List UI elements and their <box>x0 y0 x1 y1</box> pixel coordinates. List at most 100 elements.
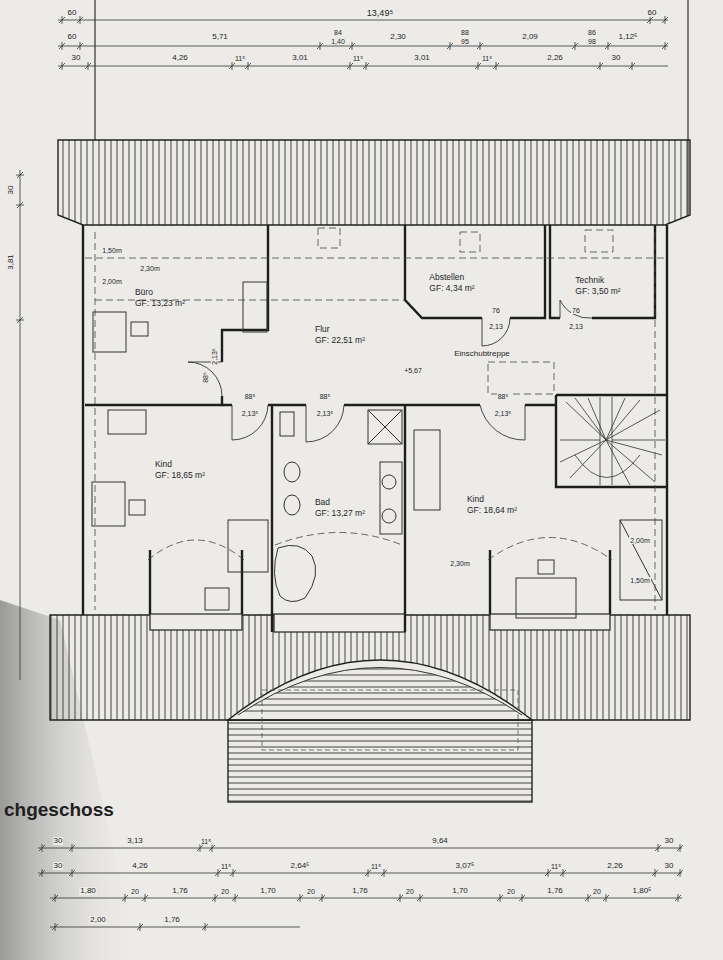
dimension-label: 2,64⁵ <box>290 862 311 870</box>
dimension-label: 2,13⁵ <box>241 410 260 417</box>
dimension-label: 13,49⁵ <box>366 9 394 18</box>
room-name: Kind <box>155 459 205 470</box>
room-area: GF: 13,27 m² <box>315 508 365 519</box>
dimension-label: 30 <box>664 862 675 870</box>
dimension-label: 30 <box>611 54 622 62</box>
dimension-label: 3,01 <box>413 54 431 62</box>
dimension-label: 2,26 <box>606 862 624 870</box>
room-label: KindGF: 18,64 m² <box>465 493 519 516</box>
dimension-label: 1,76 <box>546 887 564 895</box>
dimension-label: 3,13 <box>126 837 144 845</box>
room-name: Technik <box>575 275 620 286</box>
dimension-label: 11⁵ <box>481 55 493 62</box>
room-name: Abstellen <box>429 272 474 283</box>
dimension-label: 88⁵ <box>497 393 510 400</box>
room-area: GF: 22,51 m² <box>315 335 365 346</box>
dimension-label: 76 <box>571 307 581 314</box>
dimension-label: 20 <box>306 888 316 895</box>
dimension-label: +5,67 <box>403 367 423 374</box>
room-area: GF: 4,34 m² <box>429 283 474 294</box>
balcony-hatch <box>238 668 522 716</box>
room-name: Kind <box>467 494 517 505</box>
dimension-label: 20 <box>405 888 415 895</box>
dimension-label: 1,50m <box>629 577 650 584</box>
dimension-label: 11⁵ <box>234 55 246 62</box>
dimension-label: 1,76 <box>163 916 181 924</box>
dimension-label: 88⁵ <box>319 393 332 400</box>
dimension-label: 2,30 <box>389 33 407 41</box>
dimension-label: 1,80 <box>79 887 97 895</box>
dimension-label: 88⁵ <box>201 371 208 384</box>
room-label: TechnikGF: 3,50 m² <box>573 274 622 297</box>
dimension-label: 1,80⁵ <box>632 887 653 895</box>
dimension-label: 60 <box>647 9 658 17</box>
dimension-label: 2,09 <box>521 33 539 41</box>
dimension-label: 1,76 <box>351 887 369 895</box>
walls <box>83 225 667 632</box>
room-area: GF: 18,65 m² <box>155 470 205 481</box>
door-swings <box>188 300 592 442</box>
dimension-label: 88⁵ <box>244 393 257 400</box>
roof-band <box>50 615 690 720</box>
room-area: GF: 3,50 m² <box>575 286 620 297</box>
dimension-label: 86 <box>587 29 597 36</box>
dimension-label: 60 <box>67 33 78 41</box>
dimension-label: 20 <box>592 888 602 895</box>
dimension-label: 1,12⁵ <box>618 33 639 41</box>
dimension-label: 30 <box>664 837 675 845</box>
balcony-outline <box>262 690 518 750</box>
dimension-label: 2,13⁵ <box>211 347 218 366</box>
room-name: Büro <box>135 287 185 298</box>
room-name: Bad <box>315 497 365 508</box>
dimension-label: 11⁵ <box>200 838 212 845</box>
dimension-label: 2,13⁵ <box>316 410 335 417</box>
dimension-label: 11⁵ <box>352 55 364 62</box>
dimension-label: 2,30m <box>139 265 160 272</box>
room-label: BadGF: 13,27 m² <box>313 496 367 519</box>
dimension-label: 2,13⁵ <box>494 410 513 417</box>
dimension-label: 20 <box>220 888 230 895</box>
room-label: KindGF: 18,65 m² <box>153 458 207 481</box>
dimension-label: 20 <box>506 888 516 895</box>
dimension-label: 5,71 <box>211 33 229 41</box>
dimension-label: 4,26 <box>171 54 189 62</box>
dimension-label: 9,64 <box>431 837 449 845</box>
dimension-label: 20 <box>130 888 140 895</box>
room-label: BüroGF: 13,23 m² <box>133 286 187 309</box>
roof-band <box>58 140 690 225</box>
dimension-label: 88 <box>460 29 470 36</box>
dimension-label: 2,00 <box>89 916 107 924</box>
dimension-label: 4,26 <box>131 862 149 870</box>
dimension-label: 2,30m <box>449 560 470 567</box>
dimension-label: Einschubtreppe <box>453 350 511 358</box>
dimension-label: 1,70 <box>451 887 469 895</box>
dormer <box>274 614 405 632</box>
dormer <box>150 614 242 630</box>
dimension-label: 30 <box>7 185 15 196</box>
dimension-label: 11⁵ <box>370 863 382 870</box>
dimension-label: 3,07⁵ <box>455 862 476 870</box>
dimension-label: 60 <box>67 9 78 17</box>
dimension-label: 30 <box>71 54 82 62</box>
balcony <box>228 720 532 802</box>
dimension-label: 2,26 <box>546 54 564 62</box>
dimension-label: 1,40 <box>330 38 346 45</box>
dormer <box>490 614 610 630</box>
dimension-label: 84 <box>333 29 343 36</box>
room-area: GF: 13,23 m² <box>135 298 185 309</box>
dimension-label: 2,00m <box>629 537 650 544</box>
dimension-label: 11⁵ <box>550 863 562 870</box>
dimension-label: 3,01 <box>291 54 309 62</box>
furniture <box>92 282 662 618</box>
dimension-label: 2,13 <box>568 323 584 330</box>
dimension-label: 98 <box>587 38 597 45</box>
dimension-label: 2,13 <box>488 323 504 330</box>
dimension-label: 1,50m <box>101 247 122 254</box>
dimension-label: 30 <box>53 837 64 845</box>
dimension-label: 2,00m <box>101 278 122 285</box>
dimension-label: 95 <box>460 38 470 45</box>
floor-title: chgeschoss <box>4 800 114 819</box>
ceiling-lines <box>85 228 665 610</box>
dimension-label: 11⁵ <box>220 863 232 870</box>
room-name: Flur <box>315 324 365 335</box>
